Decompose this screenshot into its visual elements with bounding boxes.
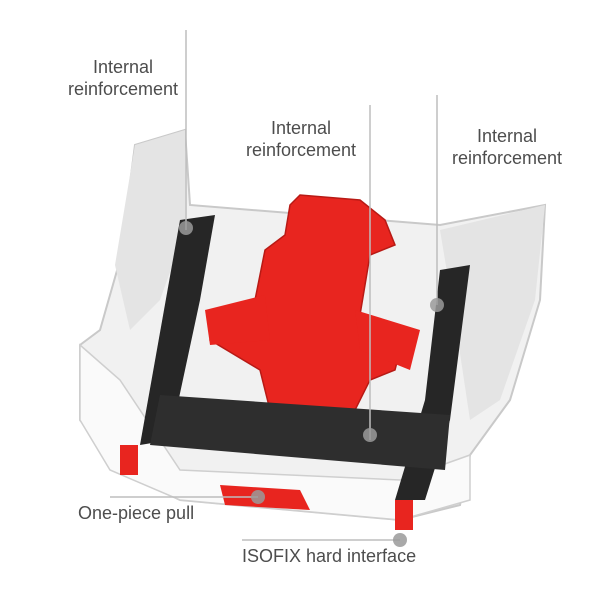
marker-dot-pull [251, 490, 265, 504]
marker-dot-center [363, 428, 377, 442]
callout-internal-reinforcement-center: Internal reinforcement [236, 117, 366, 161]
marker-dot-isofix [393, 533, 407, 547]
isofix-connector-left [120, 445, 138, 475]
right-wing [440, 205, 545, 420]
callout-line2: reinforcement [451, 148, 563, 168]
callout-line1: Internal [476, 126, 538, 146]
callout-line1: Internal [92, 57, 154, 77]
isofix-crossbar [150, 395, 450, 470]
isofix-left-rail [140, 215, 215, 445]
marker-dot-top-left [179, 221, 193, 235]
callout-line2: reinforcement [67, 79, 179, 99]
callout-line1: Internal [270, 118, 332, 138]
red-cross-arm-left [205, 295, 270, 345]
callout-internal-reinforcement-left: Internal reinforcement [60, 56, 186, 100]
left-wing [115, 130, 185, 330]
callout-one-piece-pull: One-piece pull [78, 503, 195, 523]
isofix-connector-right [395, 500, 413, 530]
red-cross-arm-right [355, 310, 420, 370]
pull-handle [220, 485, 310, 510]
callout-isofix-hard-interface: ISOFIX hard interface [242, 546, 417, 566]
marker-dot-top-right [430, 298, 444, 312]
callout-line2: reinforcement [245, 140, 357, 160]
callout-internal-reinforcement-right: Internal reinforcement [444, 125, 570, 169]
